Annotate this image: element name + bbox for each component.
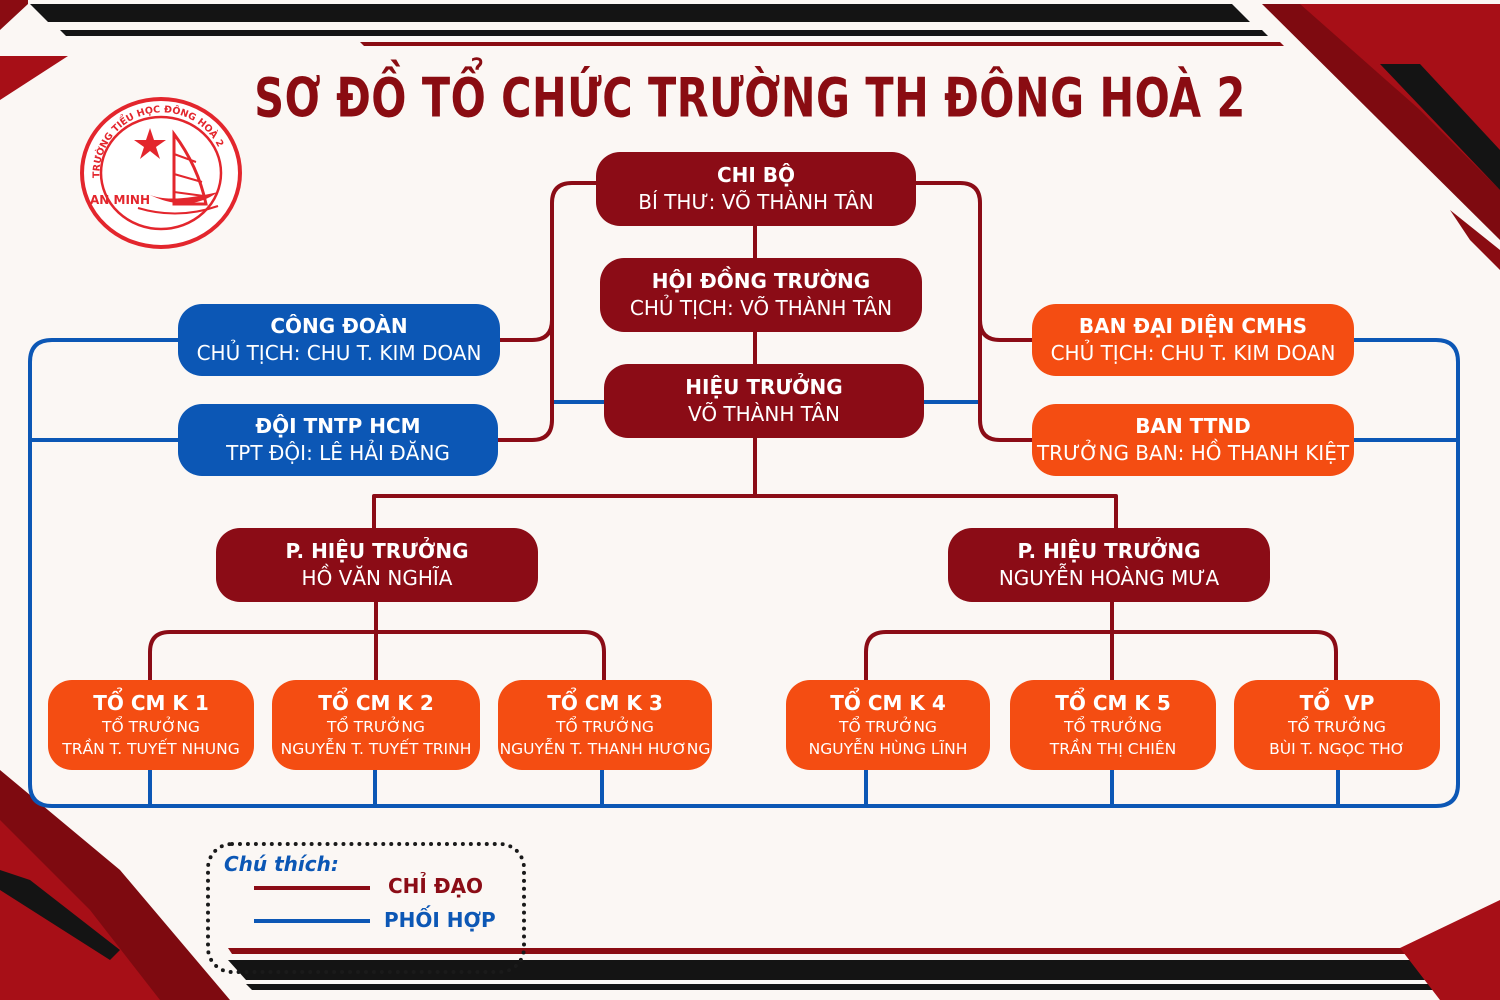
node-sub: VÕ THÀNH TÂN xyxy=(687,402,841,426)
node-to-vp: TỔ VP TỔ TRƯỞNG BÙI T. NGỌC THƠ xyxy=(1234,680,1440,770)
node-to-cm-k3: TỔ CM K 3 TỔ TRƯỞNG NGUYỄN T. THANH HƯƠN… xyxy=(498,680,712,770)
node-title: HỘI ĐỒNG TRƯỜNG xyxy=(651,269,871,293)
node-chi-bo: CHI BỘ BÍ THƯ: VÕ THÀNH TÂN xyxy=(596,152,916,226)
group-title: TỔ CM K 1 xyxy=(93,691,209,715)
node-sub: NGUYỄN HOÀNG MƯA xyxy=(998,566,1220,590)
node-to-cm-k4: TỔ CM K 4 TỔ TRƯỞNG NGUYỄN HÙNG LĨNH xyxy=(786,680,990,770)
node-to-cm-k2: TỔ CM K 2 TỔ TRƯỞNG NGUYỄN T. TUYẾT TRIN… xyxy=(272,680,480,770)
node-pho-hieu-truong-2: P. HIỆU TRƯỞNG NGUYỄN HOÀNG MƯA xyxy=(948,528,1270,602)
node-title: P. HIỆU TRƯỞNG xyxy=(1017,539,1201,563)
node-sub: TRƯỞNG BAN: HỒ THANH KIỆT xyxy=(1036,441,1350,465)
group-title: TỔ CM K 4 xyxy=(830,691,946,715)
group-role: TỔ TRƯỞNG xyxy=(102,718,200,736)
legend-label-coordinating: PHỐI HỢP xyxy=(384,908,496,932)
group-leader: NGUYỄN T. TUYẾT TRINH xyxy=(280,740,472,758)
node-hoi-dong-truong: HỘI ĐỒNG TRƯỜNG CHỦ TỊCH: VÕ THÀNH TÂN xyxy=(600,258,922,332)
legend-label-directing: CHỈ ĐẠO xyxy=(388,874,484,898)
node-pho-hieu-truong-1: P. HIỆU TRƯỞNG HỒ VĂN NGHĨA xyxy=(216,528,538,602)
group-leader: NGUYỄN HÙNG LĨNH xyxy=(808,740,968,758)
node-title: BAN ĐẠI DIỆN CMHS xyxy=(1078,314,1308,338)
node-ban-ttnd: BAN TTND TRƯỞNG BAN: HỒ THANH KIỆT xyxy=(1032,404,1354,476)
group-role: TỔ TRƯỞNG xyxy=(556,718,654,736)
legend-swatch-directing xyxy=(254,886,370,890)
group-title: TỔ CM K 2 xyxy=(318,691,434,715)
group-role: TỔ TRƯỞNG xyxy=(1288,718,1386,736)
node-title: CÔNG ĐOÀN xyxy=(270,314,408,338)
node-hieu-truong: HIỆU TRƯỞNG VÕ THÀNH TÂN xyxy=(604,364,924,438)
legend: Chú thích: CHỈ ĐẠO PHỐI HỢP xyxy=(206,842,526,974)
node-title: ĐỘI TNTP HCM xyxy=(255,414,421,438)
node-sub: BÍ THƯ: VÕ THÀNH TÂN xyxy=(638,190,874,214)
group-title: TỔ CM K 3 xyxy=(547,691,663,715)
node-sub: TPT ĐỘI: LÊ HẢI ĐĂNG xyxy=(226,441,450,465)
node-doi-tntp: ĐỘI TNTP HCM TPT ĐỘI: LÊ HẢI ĐĂNG xyxy=(178,404,498,476)
group-title: TỔ VP xyxy=(1299,691,1375,715)
page-title: SƠ ĐỒ TỔ CHỨC TRƯỜNG TH ĐÔNG HOÀ 2 xyxy=(254,66,1246,130)
node-to-cm-k1: TỔ CM K 1 TỔ TRƯỞNG TRẦN T. TUYẾT NHUNG xyxy=(48,680,254,770)
group-title: TỔ CM K 5 xyxy=(1055,691,1171,715)
node-sub: CHỦ TỊCH: CHU T. KIM DOAN xyxy=(1050,341,1336,365)
logo-place-text: AN MINH xyxy=(90,193,150,207)
group-leader: TRẦN THỊ CHIÊN xyxy=(1049,740,1177,758)
group-leader: NGUYỄN T. THANH HƯƠNG xyxy=(499,740,711,758)
node-title: HIỆU TRƯỞNG xyxy=(685,375,843,399)
school-logo-icon: TRƯỜNG TIỂU HỌC ĐÔNG HOÀ 2 AN MINH xyxy=(80,97,242,249)
node-cong-doan: CÔNG ĐOÀN CHỦ TỊCH: CHU T. KIM DOAN xyxy=(178,304,500,376)
node-sub: CHỦ TỊCH: CHU T. KIM DOAN xyxy=(196,341,482,365)
node-title: BAN TTND xyxy=(1135,414,1251,438)
group-leader: BÙI T. NGỌC THƠ xyxy=(1269,740,1405,758)
legend-title: Chú thích: xyxy=(224,852,339,876)
group-role: TỔ TRƯỞNG xyxy=(327,718,425,736)
node-title: CHI BỘ xyxy=(716,163,796,187)
node-to-cm-k5: TỔ CM K 5 TỔ TRƯỞNG TRẦN THỊ CHIÊN xyxy=(1010,680,1216,770)
legend-swatch-coordinating xyxy=(254,919,370,923)
node-ban-dai-dien-cmhs: BAN ĐẠI DIỆN CMHS CHỦ TỊCH: CHU T. KIM D… xyxy=(1032,304,1354,376)
node-sub: CHỦ TỊCH: VÕ THÀNH TÂN xyxy=(629,296,893,320)
node-title: P. HIỆU TRƯỞNG xyxy=(285,539,469,563)
group-role: TỔ TRƯỞNG xyxy=(1064,718,1162,736)
group-role: TỔ TRƯỞNG xyxy=(839,718,937,736)
group-leader: TRẦN T. TUYẾT NHUNG xyxy=(62,740,240,758)
node-sub: HỒ VĂN NGHĨA xyxy=(301,566,453,590)
